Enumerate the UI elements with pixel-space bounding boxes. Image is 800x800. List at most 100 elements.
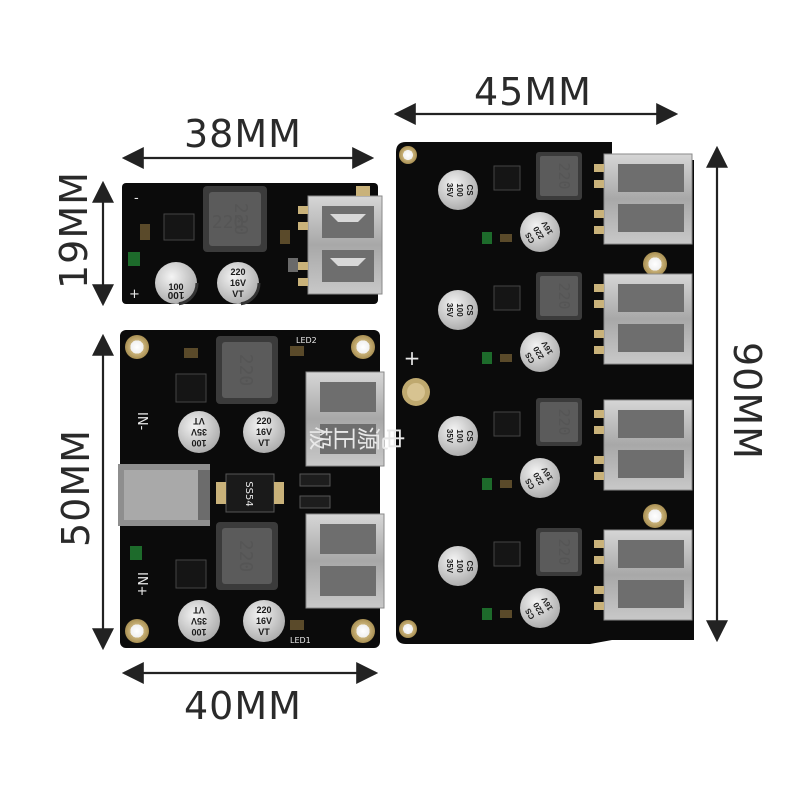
- large-cap-100-text-3-1: CS: [465, 430, 474, 442]
- large-usb-slot-top-3: [618, 410, 684, 438]
- med-cap3-l3: VT: [193, 605, 205, 615]
- large-led-3: [482, 478, 492, 490]
- small-inductor-marking: 220: [212, 212, 245, 233]
- large-usb-slot-bottom-4: [618, 580, 684, 608]
- large-usb-pin-3-3: [594, 456, 604, 464]
- small-cap-220-l1: 220: [230, 267, 245, 277]
- medium-board-labels: 220 220 SS54 IN- IN+ LED2 LED1 100 35V V…: [134, 336, 317, 645]
- large-ic-2: [493, 285, 521, 311]
- med-cap4-l2: 16V: [256, 616, 272, 626]
- led1-label: LED1: [290, 636, 311, 645]
- large-usb-pin-2-1: [594, 284, 604, 292]
- large-inductor-core-4: [540, 532, 578, 572]
- svg-text:220: 220: [230, 203, 251, 236]
- led2-label: LED2: [296, 336, 317, 345]
- med-cap4-l3: VT: [258, 627, 270, 637]
- svg-text:+: +: [129, 287, 140, 302]
- small-cap-220-l3: VT: [232, 289, 244, 299]
- medium-board: [118, 330, 385, 648]
- in-minus-label: IN-: [134, 412, 149, 431]
- large-cap-220-3: [520, 458, 560, 498]
- large-usb-pin-4-4: [594, 602, 604, 610]
- large-cap-100-text-4-1: CS: [465, 560, 474, 572]
- large-inductor-marking-3: 220: [555, 408, 573, 435]
- large-cap-100-2: [438, 290, 478, 330]
- large-board: [396, 142, 694, 644]
- large-inductor-marking-4: 220: [555, 538, 573, 565]
- med-cap2-l3: VT: [258, 438, 270, 448]
- large-cap-100-text-4-2: 100: [455, 559, 464, 573]
- large-usb-pin-3-2: [594, 426, 604, 434]
- large-usb-pin-1-2: [594, 180, 604, 188]
- large-cap-100-text-1-2: 100: [455, 183, 464, 197]
- med-cap4-l1: 220: [256, 605, 271, 615]
- large-cap-220-1: [520, 212, 560, 252]
- med-cap1-l2: 35V: [191, 427, 207, 437]
- medium-inductor-1-marking: 220: [235, 354, 256, 387]
- small-cap-220-l2: 16V: [230, 278, 246, 288]
- large-resistor-1: [500, 234, 512, 242]
- power-positive-label: 电源正极: [309, 422, 405, 450]
- large-usb-pin-2-4: [594, 346, 604, 354]
- diode-marking: SS54: [243, 481, 254, 506]
- med-cap2-l2: 16V: [256, 427, 272, 437]
- large-cap-100-text-4-3: 35V: [445, 559, 454, 574]
- large-cap-100-text-2-3: 35V: [445, 303, 454, 318]
- large-cap-100-text-2-1: CS: [465, 304, 474, 316]
- large-cap-100-text-3-2: 100: [455, 429, 464, 443]
- med-cap3-l1: 100: [191, 627, 206, 637]
- large-usb-slot-top-4: [618, 540, 684, 568]
- svg-text:100: 100: [167, 289, 184, 300]
- small-cap-100-label: 100: [168, 282, 183, 292]
- med-cap1-l3: VT: [193, 416, 205, 426]
- large-cap-100-text-1-1: CS: [465, 184, 474, 196]
- large-cap-100-text-2-2: 100: [455, 303, 464, 317]
- small-board-labels: - + 220 100 220 16V VT: [129, 191, 246, 302]
- large-inductor-marking-2: 220: [555, 282, 573, 309]
- large-cap-100-text-1-3: 35V: [445, 183, 454, 198]
- large-led-2: [482, 352, 492, 364]
- large-led-4: [482, 608, 492, 620]
- large-plus-label: +: [404, 346, 421, 370]
- small-board: 220 100: [122, 183, 383, 306]
- large-inductor-marking-1: 220: [555, 162, 573, 189]
- large-usb-pin-1-3: [594, 210, 604, 218]
- large-cap-220-4: [520, 588, 560, 628]
- large-cap-100-3: [438, 416, 478, 456]
- in-plus-label: IN+: [134, 572, 149, 596]
- large-usb-slot-bottom-3: [618, 450, 684, 478]
- large-board-modules: 220CS10035VCS22016V220CS10035VCS22016V22…: [438, 152, 693, 628]
- large-inductor-core-3: [540, 402, 578, 442]
- large-board-labels: + 电源正极: [309, 346, 421, 450]
- large-usb-pin-1-1: [594, 164, 604, 172]
- large-usb-pin-2-2: [594, 300, 604, 308]
- large-usb-pin-1-4: [594, 226, 604, 234]
- large-resistor-4: [500, 610, 512, 618]
- large-cap-100-text-3-3: 35V: [445, 429, 454, 444]
- large-inductor-core-1: [540, 156, 578, 196]
- large-led-1: [482, 232, 492, 244]
- large-cap-100-4: [438, 546, 478, 586]
- large-inductor-core-2: [540, 276, 578, 316]
- large-usb-slot-top-1: [618, 164, 684, 192]
- large-usb-slot-top-2: [618, 284, 684, 312]
- large-usb-slot-bottom-2: [618, 324, 684, 352]
- medium-inductor-2-marking: 220: [235, 540, 256, 573]
- dimension-arrows: [92, 103, 728, 684]
- large-usb-pin-2-3: [594, 330, 604, 338]
- large-cap-220-2: [520, 332, 560, 372]
- large-usb-pin-4-3: [594, 586, 604, 594]
- large-usb-slot-bottom-1: [618, 204, 684, 232]
- med-cap1-l1: 100: [191, 438, 206, 448]
- med-cap2-l1: 220: [256, 416, 271, 426]
- large-usb-pin-4-1: [594, 540, 604, 548]
- large-usb-pin-3-4: [594, 472, 604, 480]
- large-ic-4: [493, 541, 521, 567]
- dim-medium-width: 40MM: [184, 684, 302, 728]
- large-usb-pin-4-2: [594, 556, 604, 564]
- large-cap-100-1: [438, 170, 478, 210]
- svg-text:-: -: [134, 191, 139, 206]
- large-ic-3: [493, 411, 521, 437]
- large-resistor-2: [500, 354, 512, 362]
